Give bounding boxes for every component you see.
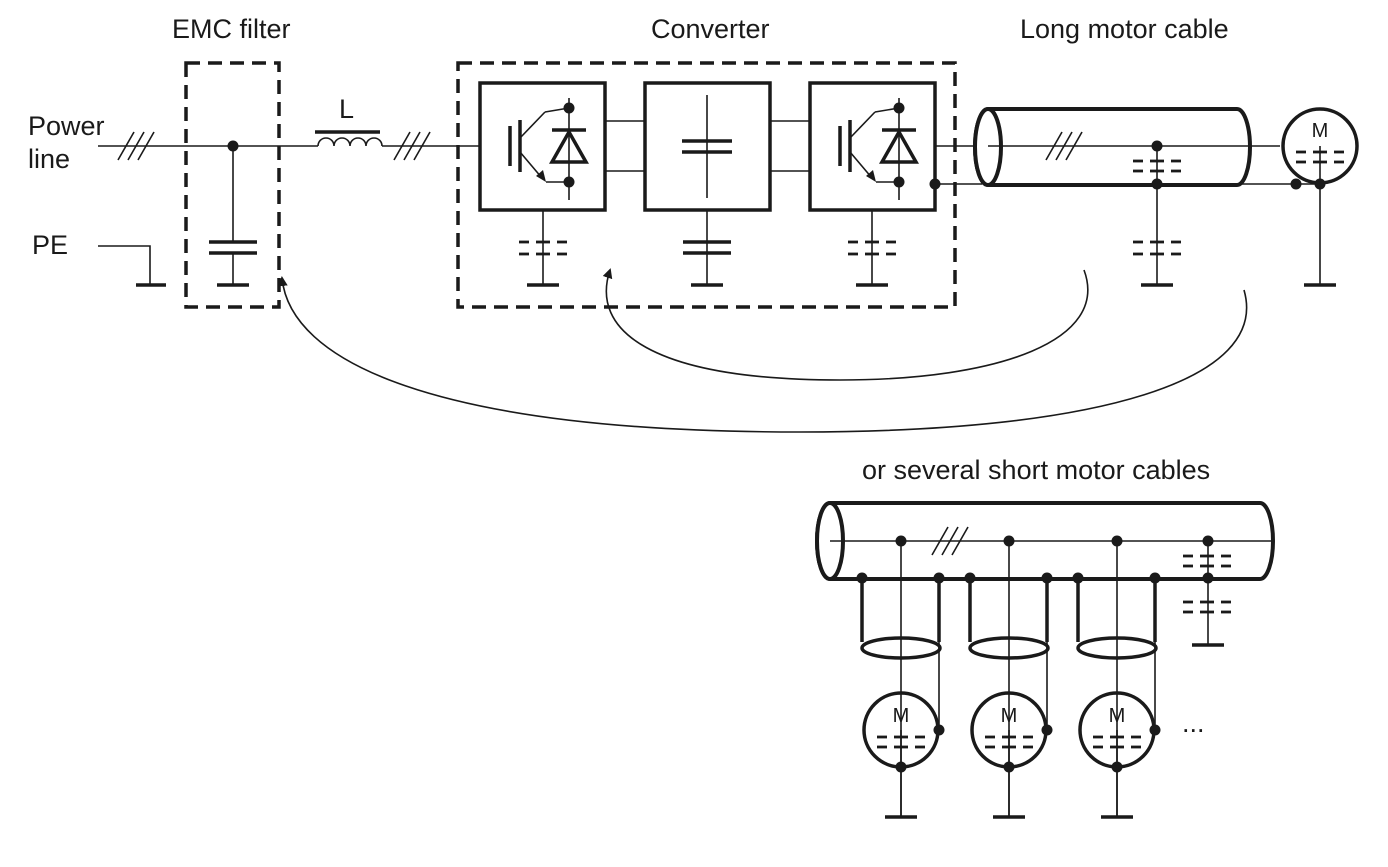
several-short-cables-label: or several short motor cables bbox=[862, 455, 1211, 485]
emc-filter-capacitor bbox=[209, 140, 257, 287]
ellipsis-label: ... bbox=[1182, 708, 1205, 738]
motor-main-label: M bbox=[1311, 120, 1329, 142]
emc-filter-box bbox=[184, 61, 281, 309]
power-line-wire bbox=[98, 131, 318, 161]
inverter-parasitic-capacitance bbox=[848, 210, 896, 287]
converter-label: Converter bbox=[651, 14, 770, 44]
leakage-loop-converter bbox=[602, 268, 1089, 381]
pe-ground bbox=[98, 245, 166, 287]
short-cable-branch-3 bbox=[1072, 535, 1161, 819]
power-line-label-2: line bbox=[28, 144, 71, 174]
short-cable-branch-2 bbox=[964, 535, 1053, 819]
short-cable-branch-1 bbox=[856, 535, 945, 819]
dc-link-capacitor-to-ground bbox=[683, 210, 731, 287]
converter-box bbox=[456, 61, 957, 309]
short-cables-trunk bbox=[815, 501, 1275, 647]
motor-2-label: M bbox=[1000, 705, 1018, 727]
motor-3-label: M bbox=[1108, 705, 1126, 727]
long-motor-cable bbox=[929, 107, 1320, 287]
inductor-l bbox=[315, 130, 480, 161]
long-motor-cable-label: Long motor cable bbox=[1020, 14, 1229, 44]
pe-label: PE bbox=[32, 230, 69, 260]
emc-filter-label: EMC filter bbox=[172, 14, 291, 44]
power-line-label-1: Power bbox=[28, 111, 105, 141]
inductor-label: L bbox=[339, 94, 355, 124]
motor-1-label: M bbox=[892, 705, 910, 727]
rectifier-parasitic-capacitance bbox=[519, 210, 567, 287]
leakage-loop-filter bbox=[277, 276, 1248, 433]
motor-main bbox=[1281, 107, 1359, 287]
